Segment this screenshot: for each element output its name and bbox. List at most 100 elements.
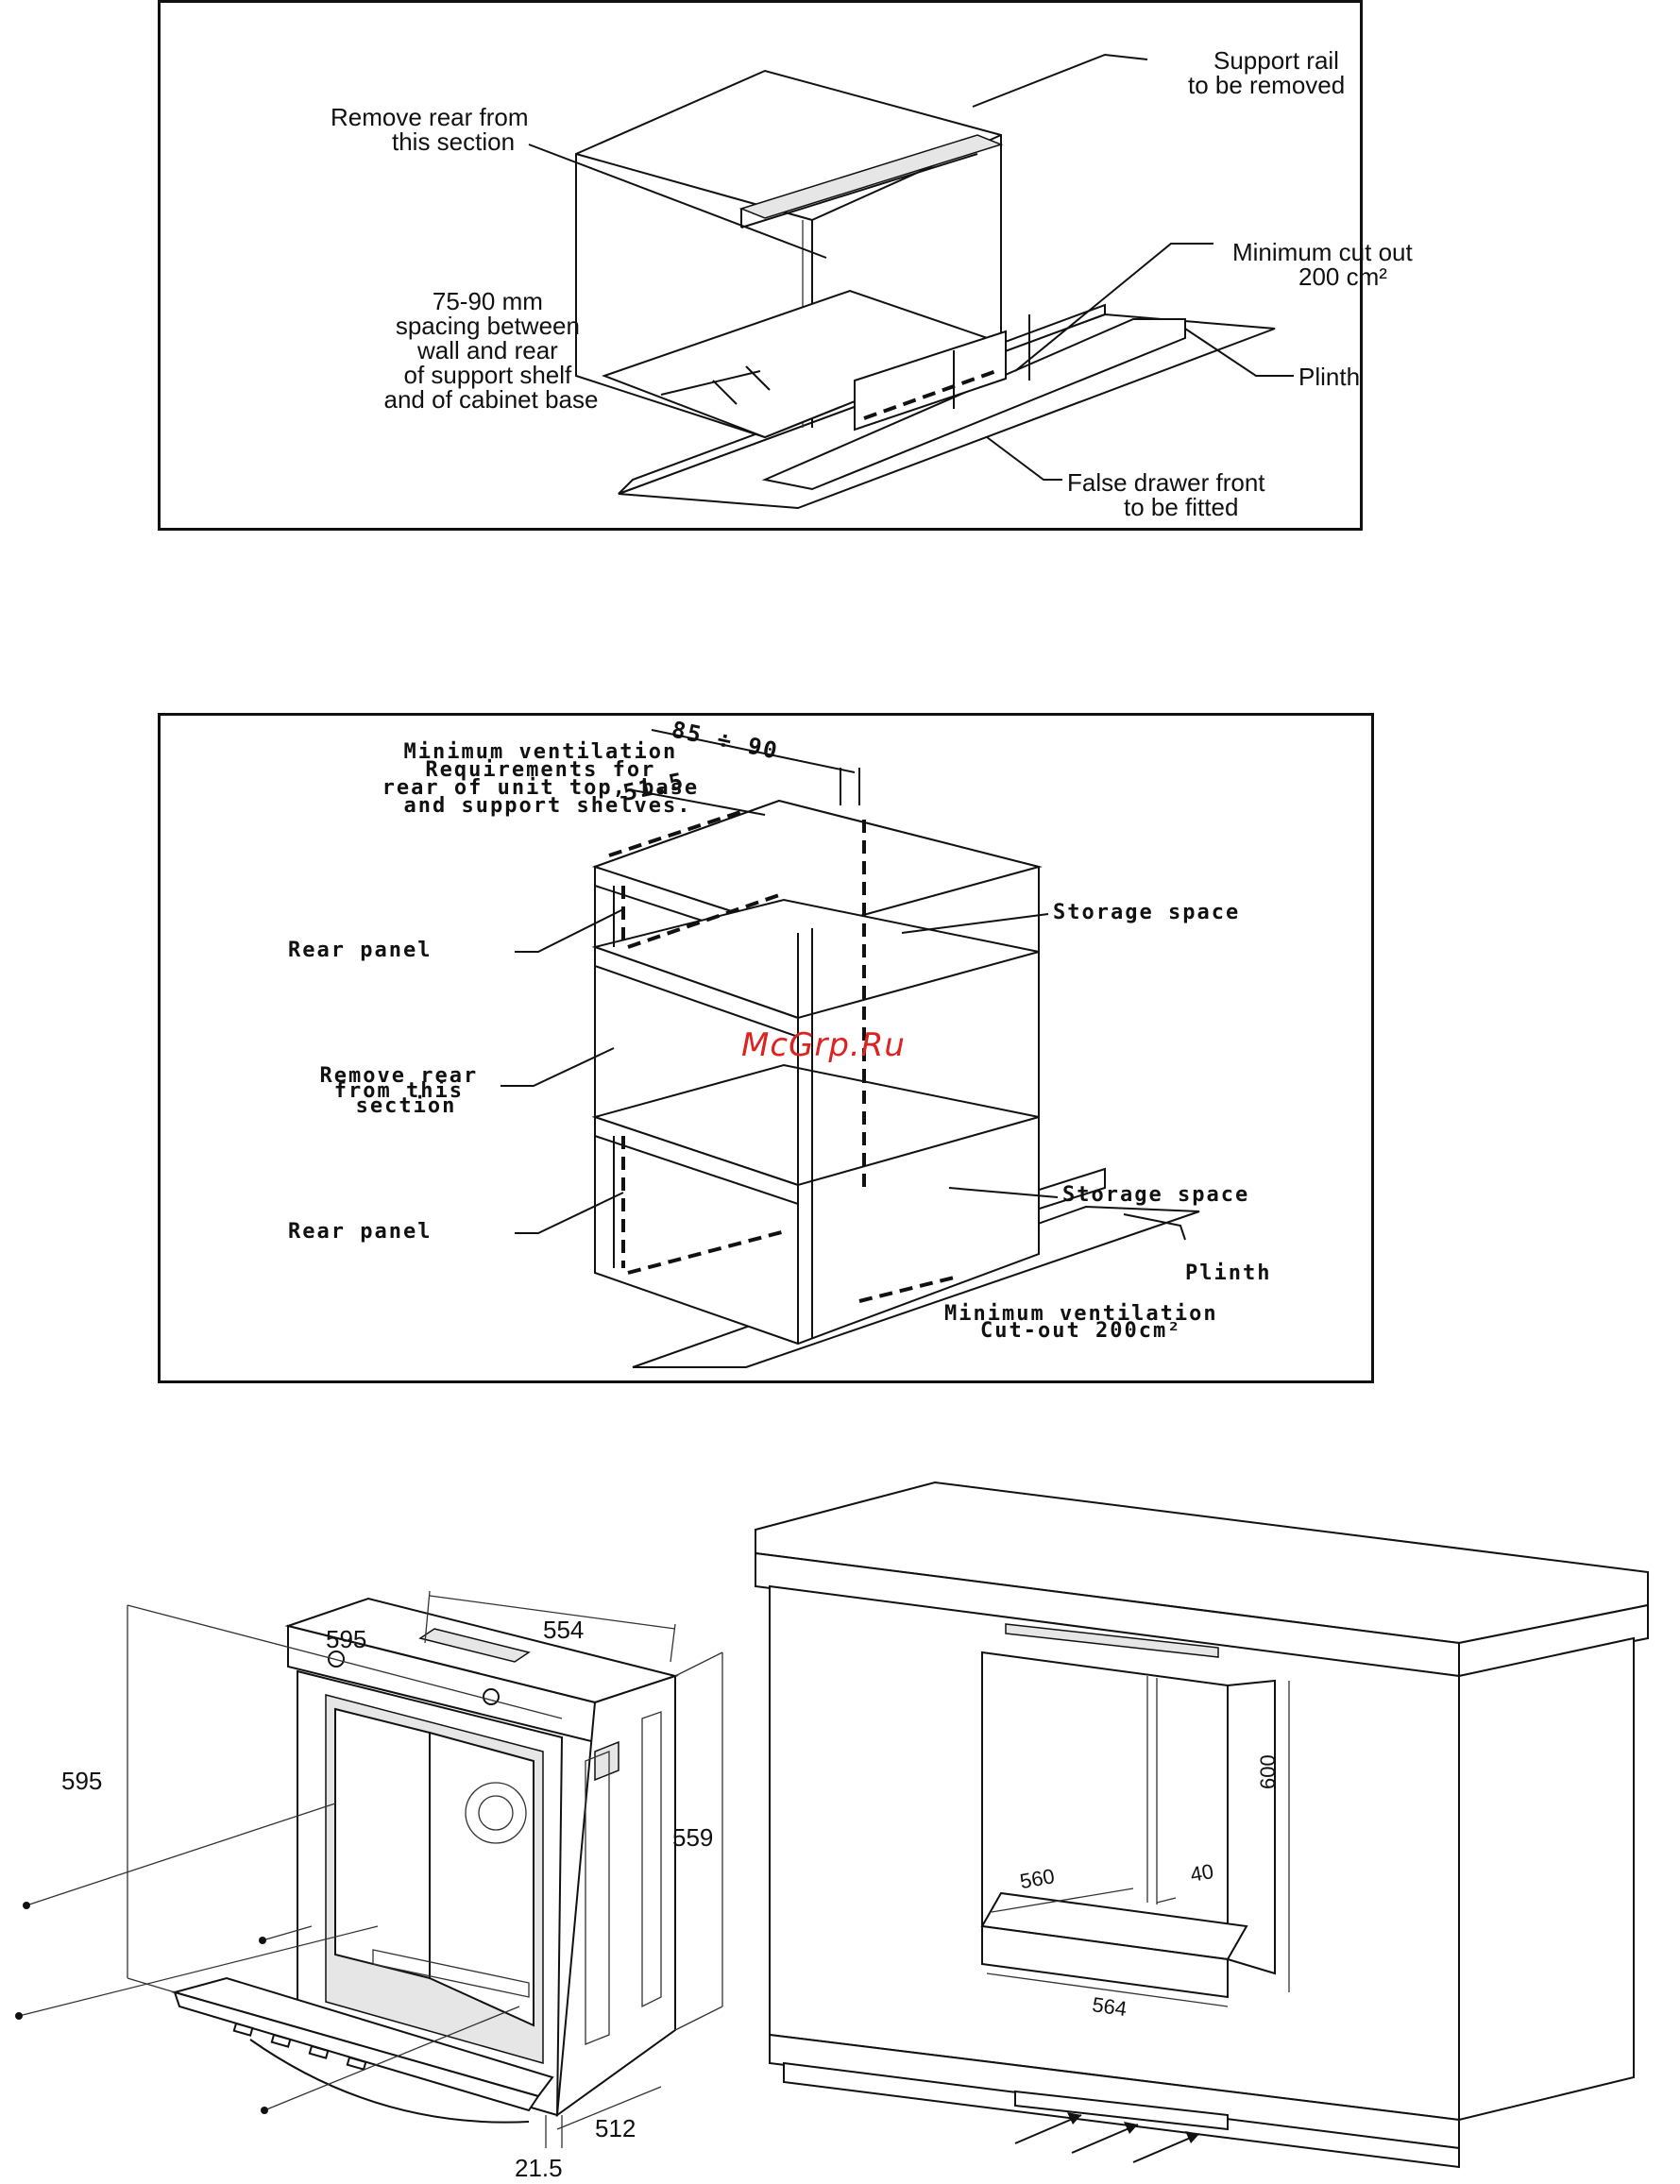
leader-storage-bottom bbox=[948, 1187, 1059, 1198]
label-line: to be fitted bbox=[1124, 493, 1238, 521]
dim-559: 559 bbox=[672, 1823, 713, 1852]
oven-rack bbox=[372, 1949, 530, 1998]
cabinet-side bbox=[1458, 1636, 1635, 2122]
leader-plinth bbox=[1184, 328, 1294, 377]
vent-cutout-line bbox=[863, 369, 997, 420]
diagram-oven-dimensions: 554 595 595 559 512 21.5 bbox=[0, 1449, 1680, 2184]
cabinet-countertop-side bbox=[1458, 1603, 1649, 1678]
airflow-arrow-head bbox=[1067, 2112, 1081, 2125]
label-line: Remove rear bbox=[320, 1064, 479, 1088]
screw-leader bbox=[263, 2006, 520, 2111]
label-line: from this bbox=[334, 1079, 464, 1103]
dim-ext bbox=[424, 1590, 431, 1644]
support-rail bbox=[738, 134, 1004, 219]
watermark: McGrp.Ru bbox=[741, 1026, 906, 1064]
label-rear-panel-top: Rear panel bbox=[288, 939, 432, 962]
leader-false-drawer bbox=[986, 436, 1062, 481]
dim-554-line bbox=[429, 1595, 676, 1630]
oven-top-vent bbox=[418, 1628, 531, 1663]
label-spacing: 75-90 mm spacing between wall and rear o… bbox=[384, 287, 599, 414]
label-min-cutout: Minimum cut out 200 cm² bbox=[1232, 238, 1419, 291]
screw-dot bbox=[261, 2107, 268, 2114]
dim-595-height: 595 bbox=[61, 1767, 102, 1795]
label-line: 75-90 mm bbox=[433, 287, 543, 315]
door-slot bbox=[308, 2044, 330, 2059]
oven-knob-right bbox=[483, 1688, 500, 1705]
airflow-arrow bbox=[1071, 2124, 1139, 2154]
leader-rear-panel-bottom bbox=[515, 1192, 624, 1234]
oven-fan bbox=[465, 1782, 527, 1844]
screw-leader bbox=[262, 1925, 313, 1941]
dim-595-top-line bbox=[127, 1604, 563, 1719]
airflow-arrow bbox=[1132, 2133, 1200, 2163]
label-line: Requirements for bbox=[425, 758, 655, 782]
door-slot bbox=[232, 2022, 254, 2037]
leader-rear-panel-top bbox=[515, 908, 624, 953]
label-min-vent-req: Minimum ventilation Requirements for rea… bbox=[382, 740, 714, 818]
screw-dot bbox=[15, 2012, 23, 2020]
label-remove-rear: Remove rear from this section bbox=[331, 103, 535, 156]
dim-21-5: 21.5 bbox=[515, 2154, 563, 2182]
label-plinth: Plinth bbox=[1298, 363, 1360, 391]
label-line: and support shelves. bbox=[404, 794, 692, 818]
dim-ext bbox=[674, 2006, 723, 2031]
cabinet-rail bbox=[1005, 1623, 1219, 1658]
leader-plinth bbox=[1123, 1213, 1186, 1241]
oven-cavity-back bbox=[334, 1707, 431, 1980]
dim-ext bbox=[127, 1977, 176, 1993]
dim-line-side bbox=[627, 788, 766, 816]
label-line: Cut-out 200cm² bbox=[980, 1319, 1181, 1343]
leader-min-cutout bbox=[1014, 243, 1213, 372]
label-false-drawer: False drawer front to be fitted bbox=[1067, 468, 1272, 521]
label-line: rear of unit top, base bbox=[382, 776, 699, 800]
vent-shelf-line bbox=[627, 893, 780, 949]
diagram-support-shelf-install: Remove rear from this section Support ra… bbox=[158, 0, 1413, 531]
spacing-dim-tick bbox=[712, 380, 738, 405]
label-line: Support rail bbox=[1213, 46, 1339, 75]
label-line: Remove rear from bbox=[331, 103, 529, 131]
diagram-ventilation-requirements: Minimum ventilation Requirements for rea… bbox=[158, 713, 1374, 1383]
leader-support-rail bbox=[972, 53, 1148, 108]
airflow-arrow bbox=[1014, 2114, 1082, 2144]
vent-top-line bbox=[608, 808, 747, 857]
diagram-oven-svg: 554 595 595 559 512 21.5 bbox=[15, 1481, 1649, 2182]
label-line: of support shelf bbox=[403, 361, 572, 389]
dim-554: 554 bbox=[543, 1616, 584, 1644]
diagram-ventilation-svg: Minimum ventilation Requirements for rea… bbox=[288, 716, 1271, 1368]
airflow-arrow-head bbox=[1185, 2131, 1199, 2143]
label-plinth: Plinth bbox=[1185, 1261, 1271, 1285]
label-support-rail: Support rail to be removed bbox=[1188, 46, 1346, 99]
label-min-vent-cutout: Minimum ventilation Cut-out 200cm² bbox=[944, 1302, 1232, 1343]
airflow-arrow-head bbox=[1124, 2122, 1138, 2134]
diagram-support-shelf-svg: Remove rear from this section Support ra… bbox=[331, 46, 1413, 521]
dim-560-line bbox=[991, 1888, 1134, 1913]
oven-door-edge bbox=[173, 1990, 540, 2112]
door-slot bbox=[270, 2033, 292, 2048]
label-line: Minimum ventilation bbox=[944, 1302, 1218, 1326]
oven-side-rail bbox=[585, 1751, 610, 2045]
cabinet-shelf-front bbox=[981, 1924, 1229, 1999]
dim-512: 512 bbox=[595, 2114, 636, 2142]
dim-ext bbox=[674, 1651, 723, 1677]
label-line: Minimum cut out bbox=[1232, 238, 1413, 266]
label-line: wall and rear bbox=[416, 336, 558, 364]
dim-600: 600 bbox=[1256, 1754, 1280, 1789]
label-line: Minimum ventilation bbox=[404, 740, 678, 764]
spacing-dim-tick bbox=[745, 365, 771, 391]
label-line: False drawer front bbox=[1067, 468, 1265, 497]
dim-564-line bbox=[986, 1972, 1229, 2007]
label-remove-rear: Remove rear from this section bbox=[320, 1064, 493, 1118]
door-slot bbox=[346, 2056, 367, 2071]
leader-remove-rear bbox=[528, 144, 827, 259]
label-rear-panel-bottom: Rear panel bbox=[288, 1220, 432, 1244]
dim-ext bbox=[670, 1623, 676, 1663]
label-line: to be removed bbox=[1188, 71, 1345, 99]
label-storage-bottom: Storage space bbox=[1062, 1183, 1249, 1207]
leader-storage-top bbox=[901, 913, 1049, 934]
leader-remove-rear bbox=[501, 1047, 615, 1087]
dim-595-front: 595 bbox=[326, 1625, 366, 1653]
cabinet-opening-side bbox=[1227, 1679, 1276, 1975]
spacing-dim-line bbox=[660, 370, 761, 396]
label-line: and of cabinet base bbox=[384, 385, 599, 414]
label-line: 200 cm² bbox=[1298, 262, 1387, 291]
